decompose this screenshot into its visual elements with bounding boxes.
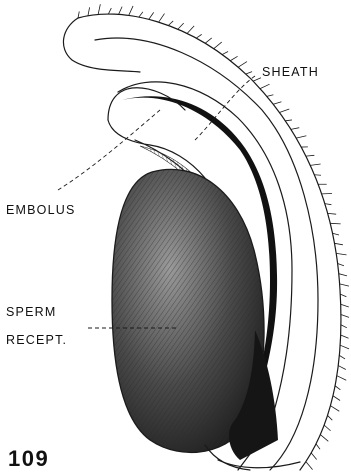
- seta-hair: [279, 109, 289, 112]
- label-recept: RECEPT.: [6, 333, 67, 347]
- seta-hair: [222, 51, 228, 54]
- seta-hair: [339, 274, 347, 276]
- seta-hair: [149, 12, 154, 19]
- seta-hair: [291, 128, 299, 130]
- seta-hair: [129, 6, 133, 15]
- figure-number: 109: [8, 446, 49, 471]
- seta-hair: [310, 164, 320, 165]
- seta-hair: [325, 204, 332, 205]
- seta-hair: [335, 386, 340, 390]
- seta-hair: [178, 23, 184, 29]
- seta-hair: [306, 462, 313, 470]
- seta-hair: [88, 7, 90, 15]
- seta-hair: [285, 120, 292, 121]
- seta-hair: [253, 78, 261, 81]
- seta-hair: [98, 4, 100, 14]
- seta-hair: [336, 253, 346, 254]
- seta-hair: [341, 304, 349, 307]
- seta-hair: [316, 444, 320, 449]
- seta-hair: [260, 84, 269, 88]
- seta-hair: [334, 243, 342, 245]
- seta-hair: [267, 95, 274, 97]
- seta-hair: [338, 264, 344, 266]
- seta-hair: [187, 26, 194, 34]
- seta-hair: [230, 56, 237, 60]
- seta-hair: [168, 21, 173, 26]
- seta-hair: [340, 345, 349, 349]
- seta-hair: [341, 325, 347, 328]
- seta-hair: [337, 376, 346, 381]
- seta-hair: [328, 415, 333, 420]
- seta-hair: [340, 294, 346, 297]
- seta-hair: [338, 366, 346, 370]
- seta-hair: [328, 213, 337, 214]
- seta-hair: [214, 42, 222, 49]
- seta-hair: [246, 72, 252, 74]
- label-sheath: SHEATH: [262, 65, 319, 79]
- label-sperm: SPERM: [6, 305, 56, 319]
- seta-hair: [238, 62, 247, 68]
- seta-hair: [196, 34, 202, 38]
- seta-hair: [341, 335, 349, 338]
- seta-hair: [341, 315, 349, 318]
- seta-hair: [340, 284, 349, 286]
- seta-hair: [311, 453, 316, 460]
- seta-hair: [205, 38, 212, 43]
- seta-hair: [339, 355, 345, 359]
- seta-hair: [320, 435, 328, 442]
- seta-hair: [139, 12, 143, 17]
- seta-hair: [330, 223, 340, 224]
- seta-hair: [159, 14, 165, 23]
- seta-hair: [324, 425, 330, 431]
- seta-hair: [108, 8, 111, 14]
- seta-hair: [273, 102, 281, 105]
- seta-hair: [333, 396, 340, 401]
- seta-hair: [119, 7, 123, 15]
- seta-hair: [306, 155, 315, 156]
- seta-hair: [296, 136, 306, 138]
- seta-hair: [330, 406, 339, 412]
- label-embolus: EMBOLUS: [6, 203, 76, 217]
- seta-hair: [78, 11, 79, 18]
- seta-hair: [333, 233, 339, 235]
